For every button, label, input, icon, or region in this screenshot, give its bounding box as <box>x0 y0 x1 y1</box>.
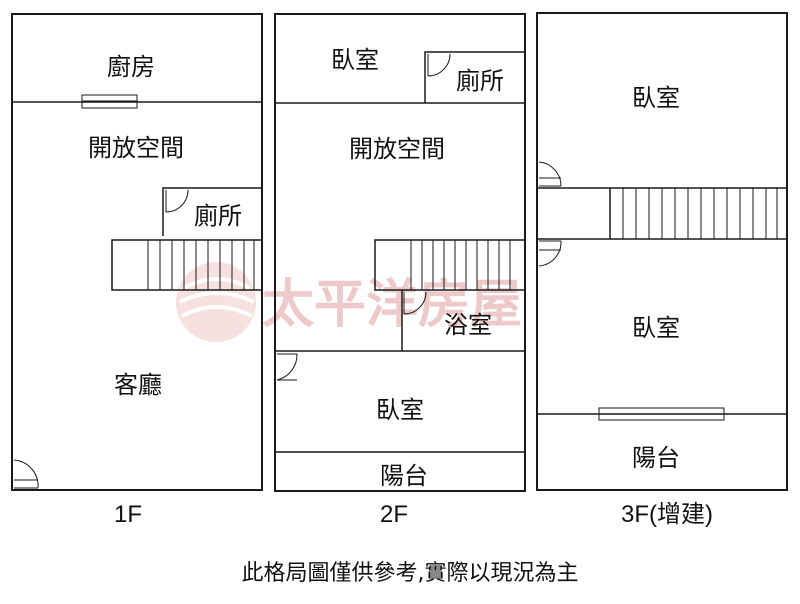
footer-note: 此格局圖僅供參考,實際以現況為主 <box>242 561 579 586</box>
bedroom-2f-door-icon <box>276 353 298 381</box>
toilet-1f-walls <box>162 187 262 236</box>
room-label-bedroom-3f-bottom: 臥室 <box>632 314 680 342</box>
room-label-open-space-1f: 開放空間 <box>88 134 184 162</box>
watermark-text: 太平洋房屋 <box>262 274 522 335</box>
entrance-door-1f-icon <box>13 459 39 489</box>
floor-3f-outline <box>536 12 788 491</box>
toilet-2f-door-icon <box>427 53 451 77</box>
floor-3f: 臥室 臥室 陽台 3F(增建) <box>536 12 788 528</box>
stairs-2f-icon <box>374 239 526 291</box>
floor-1f: 廚房 開放空間 廁所 客廳 1F <box>11 13 263 528</box>
room-label-toilet-1f: 廁所 <box>194 202 242 230</box>
toilet-1f-door-icon <box>165 189 189 213</box>
floor-1f-outline <box>11 13 263 491</box>
room-label-bedroom-2f-bottom: 臥室 <box>376 396 424 424</box>
room-label-balcony-2f: 陽台 <box>380 462 428 490</box>
bedroom-3f-bottom-door-icon <box>538 240 562 267</box>
room-label-bedroom-2f-top: 臥室 <box>331 46 379 74</box>
toilet-2f-walls <box>424 51 525 103</box>
room-label-living: 客廳 <box>114 371 162 399</box>
floor-label-3f: 3F(增建) <box>621 501 713 528</box>
stairs-3f-icon <box>609 188 778 239</box>
floor-label-2f: 2F <box>380 501 408 528</box>
stairs-1f-icon <box>111 239 263 291</box>
room-label-open-space-2f: 開放空間 <box>349 135 445 163</box>
room-label-bath: 浴室 <box>444 311 492 339</box>
room-label-bedroom-3f-top: 臥室 <box>632 84 680 112</box>
floor-2f: 臥室 廁所 開放空間 浴室 臥室 陽台 2F <box>274 13 526 528</box>
bath-door-icon <box>403 291 427 315</box>
floor-label-1f: 1F <box>114 501 142 528</box>
room-label-kitchen: 廚房 <box>107 53 155 81</box>
bedroom-3f-top-door-icon <box>538 161 562 187</box>
room-label-toilet-2f: 廁所 <box>456 67 504 95</box>
room-label-balcony-3f: 陽台 <box>632 444 680 472</box>
